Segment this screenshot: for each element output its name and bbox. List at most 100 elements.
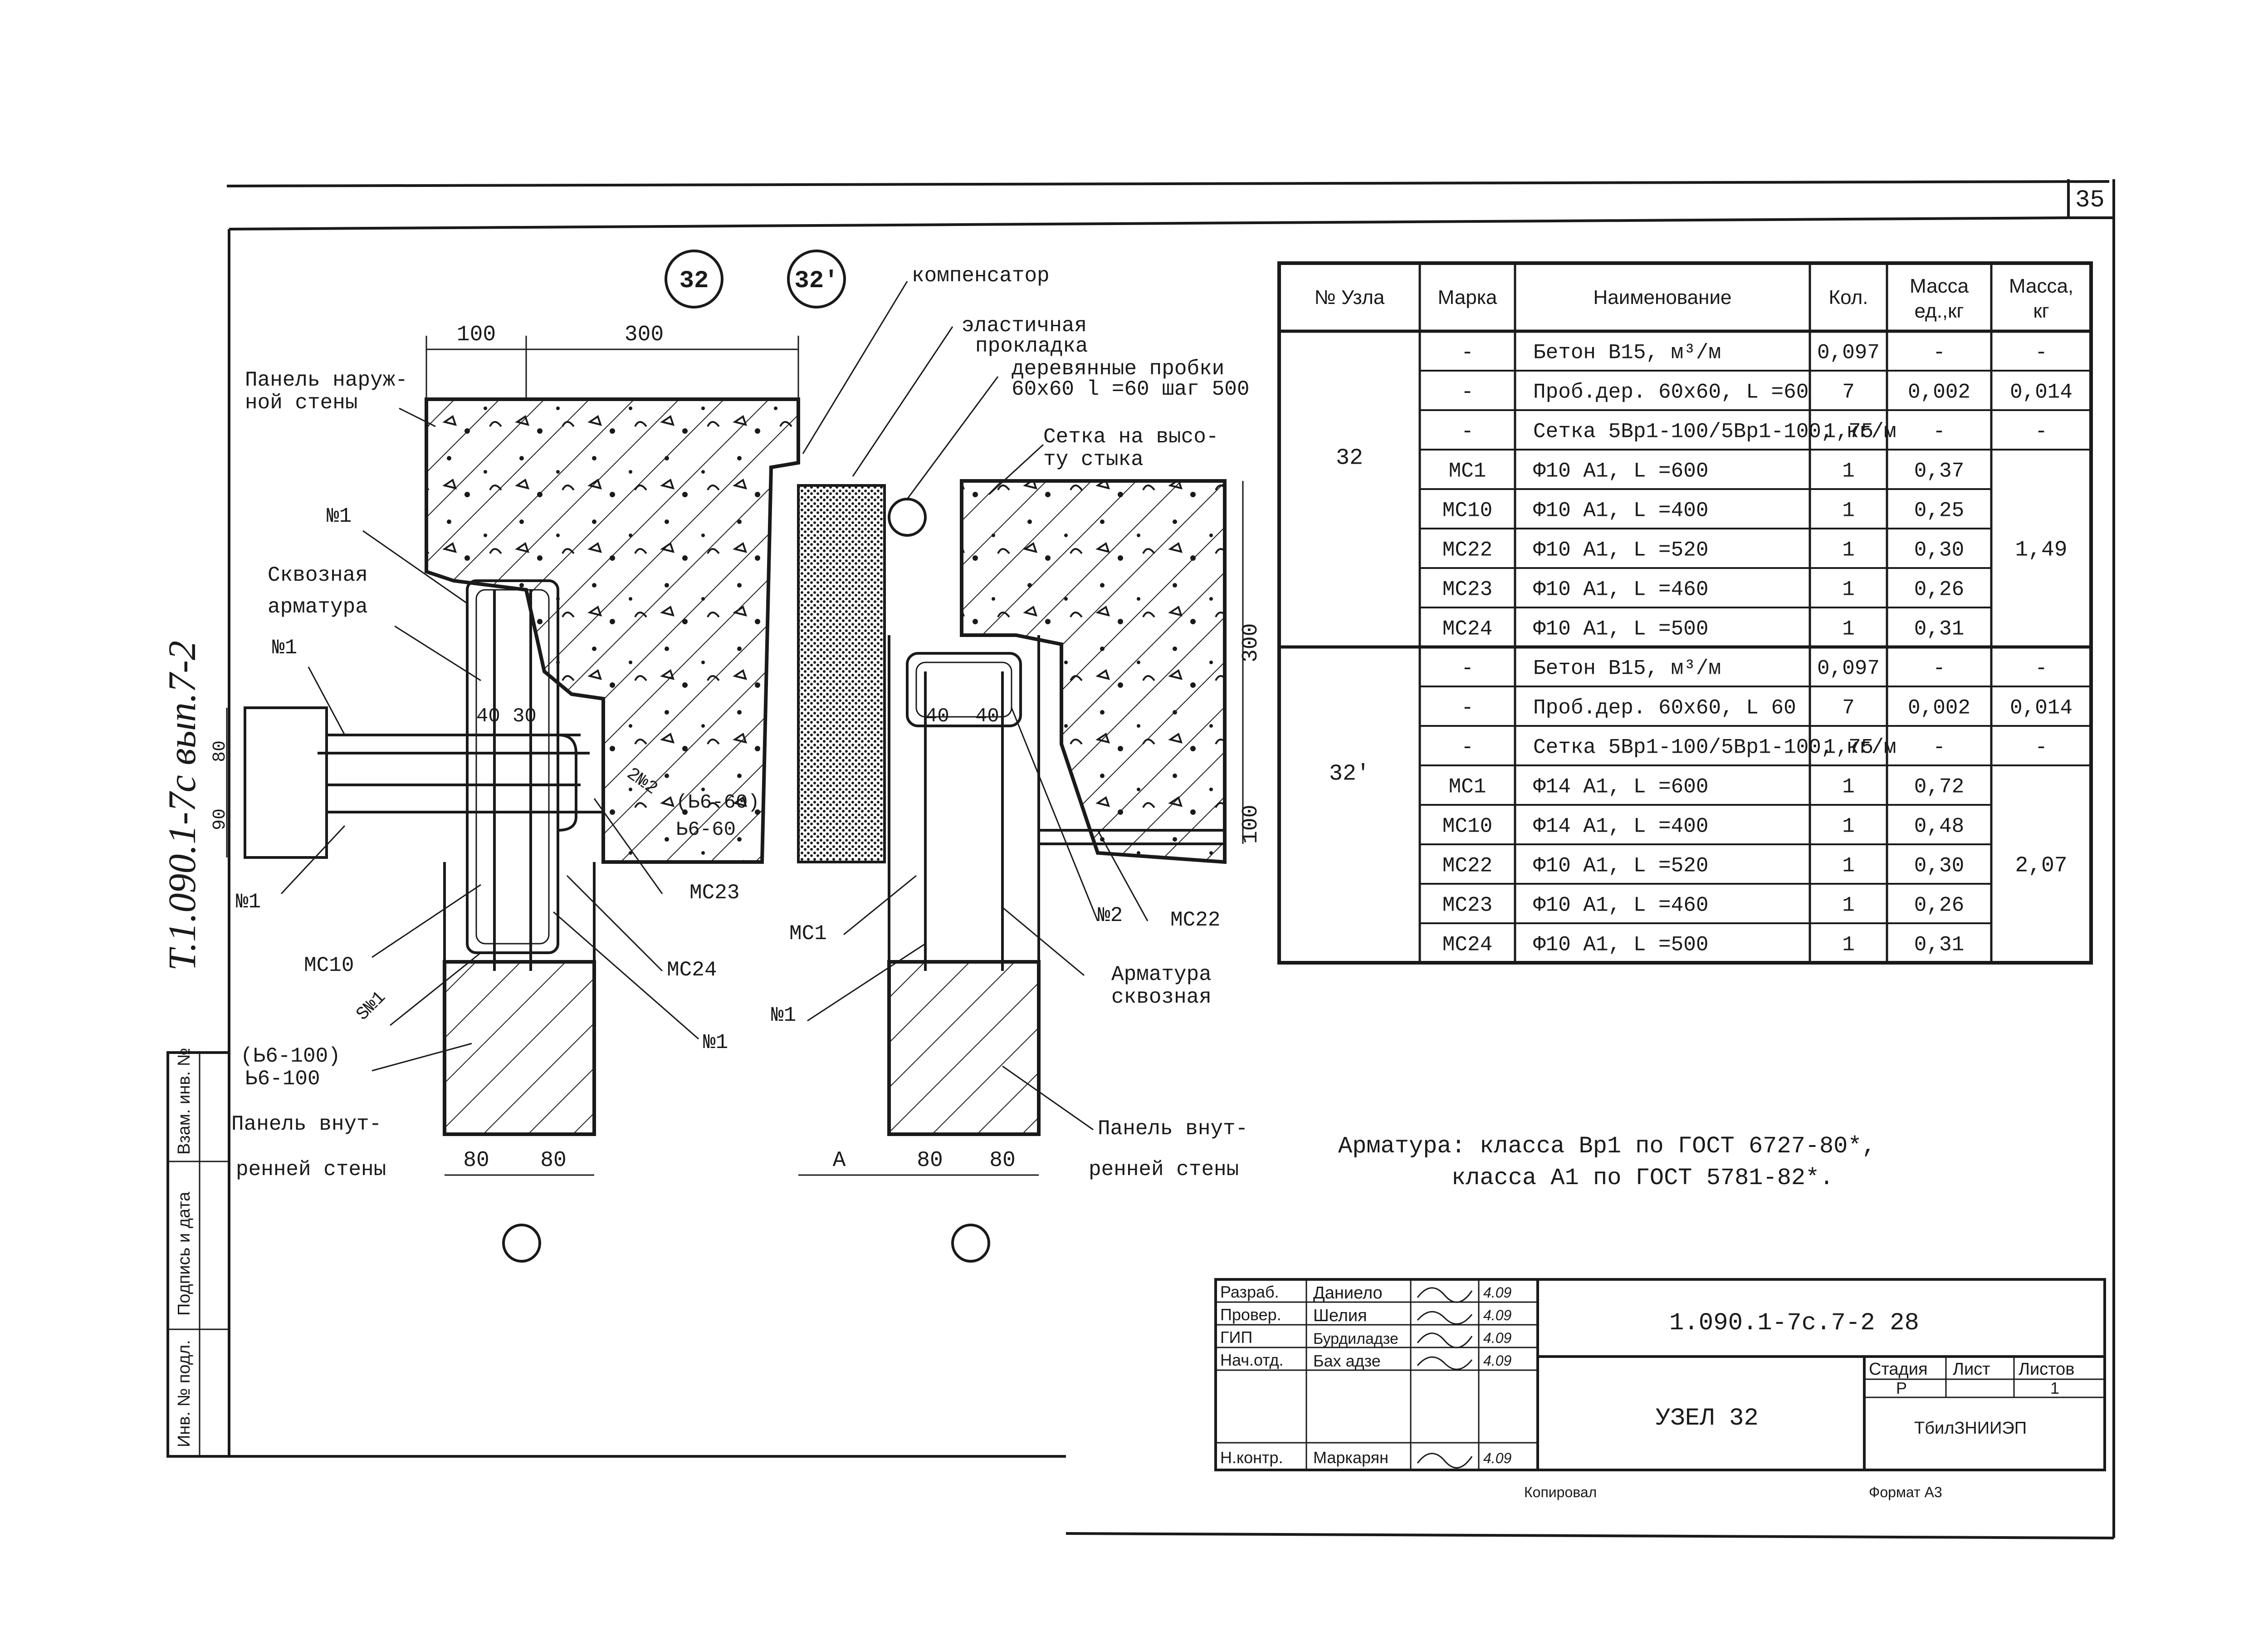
tb-date-0: 4.09 [1483, 1284, 1511, 1301]
strip-label-inv: Инв. № подл. [175, 1340, 194, 1447]
label-dim-30: 30 [513, 705, 537, 728]
table-cell: Ф10 А1, L =460 [1533, 894, 1708, 917]
table-cell: - [2035, 657, 2048, 681]
footer-copied: Копировал [1524, 1484, 1597, 1500]
right-rebar-cage [906, 652, 1225, 971]
label-wood-plugs-1: деревянные пробки [1012, 357, 1224, 381]
outer-wall-panel-right [960, 479, 1227, 864]
table-cell: МС24 [1442, 617, 1492, 641]
table-cell: - [1933, 657, 1945, 681]
node-marker-32: 32 [665, 250, 723, 309]
table-cell: 0,26 [1914, 894, 1964, 917]
tb-role-5: Н.контр. [1220, 1448, 1283, 1467]
label-inner-panel-right-2: ренней стены [1089, 1158, 1239, 1181]
side-label: Т.1.090.1-7с вып.7-2 [160, 641, 204, 971]
table-cell: 1 [1842, 460, 1855, 483]
label-dim-40b: 40 [925, 705, 949, 728]
label-b6-100b: Ь6-100 [245, 1067, 320, 1091]
footer-format: Формат А3 [1869, 1484, 1942, 1500]
table-cell: - [1461, 381, 1474, 404]
svg-text:100: 100 [457, 323, 496, 347]
drawing-text: компенсатор эластичная прокладка деревян… [231, 264, 1250, 1181]
label-rebar-through-2: сквозная [1111, 985, 1212, 1009]
table-cell: Ф10 А1, L =500 [1533, 933, 1708, 957]
sheets-label: Листов [2019, 1360, 2074, 1379]
svg-text:80: 80 [917, 1148, 943, 1173]
signature-2 [1417, 1332, 1473, 1348]
table-cell: 0,31 [1914, 933, 1964, 957]
label-outer-panel-2: ной стены [245, 391, 357, 415]
table-cell: 0,014 [2010, 381, 2072, 404]
table-cell: 1 [1842, 894, 1855, 917]
drawing-code: 1.090.1-7с.7-2 28 [1669, 1309, 1919, 1337]
label-through-rebar-2: арматура [268, 595, 368, 619]
table-cell: 0,72 [1914, 775, 1964, 799]
table-header-cell: № Узла [1315, 286, 1385, 309]
svg-text:80: 80 [463, 1148, 489, 1173]
label-dim-40c: 40 [975, 705, 999, 728]
tb-name-2: Бурдиладзе [1313, 1330, 1398, 1347]
table-cell: - [1461, 420, 1474, 444]
drawing-title: УЗЕЛ 32 [1656, 1405, 1759, 1432]
signature-0 [1417, 1287, 1473, 1303]
table-cell: Сетка 5Вр1-100/5Вр1-100, кг/м [1533, 420, 1897, 444]
table-cell: МС10 [1442, 815, 1492, 838]
svg-text:100: 100 [1239, 805, 1263, 844]
label-through-rebar-1: Сквозная [268, 563, 368, 587]
table-header-cell: Масса,кг [2009, 275, 2073, 322]
label-inner-panel-left-1: Панель внут- [231, 1112, 381, 1136]
svg-text:32: 32 [679, 267, 709, 295]
label-outer-panel-1: Панель наруж- [245, 368, 408, 392]
stage-label: Стадия [1869, 1360, 1928, 1379]
table-cell: 1 [1842, 815, 1855, 838]
table-cell: 0,37 [1914, 460, 1964, 483]
table-cell: 1 [1842, 933, 1855, 957]
table-cell: 1 [1842, 617, 1855, 641]
tb-date-1: 4.09 [1483, 1307, 1511, 1323]
sheet-label: Лист [1953, 1360, 1990, 1379]
section-marker-left [502, 1224, 541, 1263]
table-cell: - [2035, 420, 2048, 444]
table-cell: 1,75 [1823, 420, 1873, 444]
table-cell: - [1933, 420, 1945, 444]
table-cell: 7 [1842, 381, 1855, 404]
label-elastic-pad-1: эластичная [962, 314, 1087, 338]
left-inner-wall-panel [443, 862, 596, 1136]
sheet-frame [168, 179, 2115, 1539]
tb-date-3: 4.09 [1483, 1352, 1511, 1369]
table-cell: Ф10 А1, L =520 [1533, 854, 1708, 878]
table-cell: Ф10 А1, L =460 [1533, 578, 1708, 602]
table-cell: МС23 [1442, 894, 1492, 917]
label-mc24: МС24 [667, 958, 717, 982]
table-cell: Ф14 А1, L =600 [1533, 775, 1708, 799]
right-inner-wall-panel [887, 635, 1041, 1136]
note-line-2: класса А1 по ГОСТ 5781-82*. [1452, 1165, 1834, 1191]
svg-text:300: 300 [625, 323, 664, 347]
strip-label-sign: Подпись и дата [175, 1191, 194, 1316]
table-cell: Ф10 А1, L =520 [1533, 539, 1708, 562]
label-b6-60b: Ь6-60 [676, 818, 736, 841]
tb-name-0: Даниело [1313, 1283, 1383, 1303]
table-cell: - [1461, 696, 1474, 720]
table-cell: 1 [1842, 499, 1855, 523]
table-cell: Сетка 5Вр1-100/5Вр1-100, кг/м [1533, 736, 1897, 759]
svg-text:А: А [833, 1148, 846, 1173]
table-cell: 0,002 [1908, 696, 1970, 720]
label-elastic-pad-2: прокладка [975, 334, 1088, 358]
table-cell: 0,30 [1914, 539, 1964, 562]
svg-text:80: 80 [989, 1148, 1016, 1173]
tb-role-3: Нач.отд. [1220, 1351, 1284, 1369]
page-number: 35 [2075, 186, 2105, 214]
svg-text:300: 300 [1239, 623, 1263, 662]
label-mc1: МС1 [789, 922, 827, 945]
svg-text:80: 80 [210, 740, 230, 762]
table-cell: МС22 [1442, 539, 1492, 562]
tb-name-1: Шелия [1313, 1306, 1367, 1325]
table-cell: 1 [1842, 578, 1855, 602]
svg-text:32': 32' [794, 267, 838, 295]
table-cell: МС23 [1442, 578, 1492, 602]
table-cell: Бетон В15, м³/м [1533, 341, 1721, 365]
table-cell: 7 [1842, 696, 1855, 720]
